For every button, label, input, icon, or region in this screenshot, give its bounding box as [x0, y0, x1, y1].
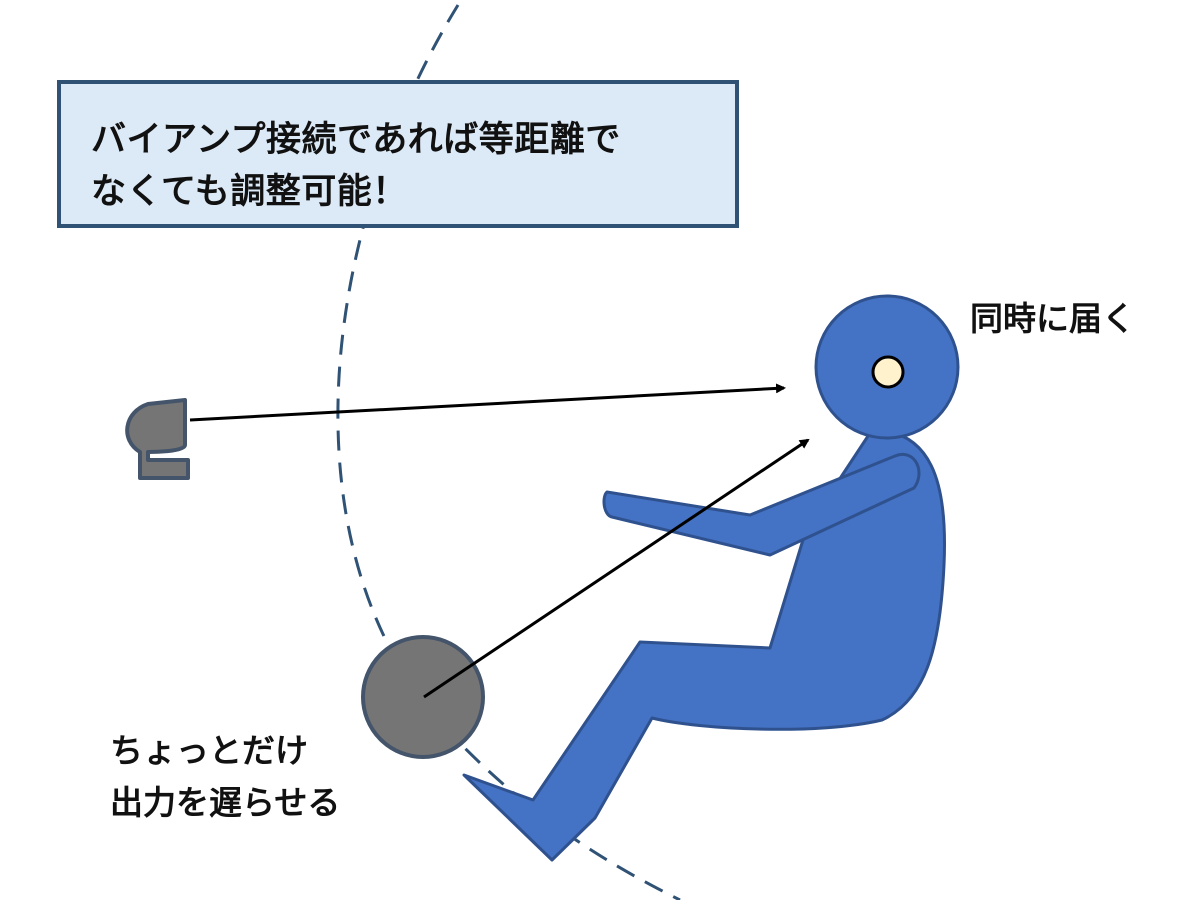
delay-output-label: ちょっとだけ 出力を遅らせる [110, 725, 340, 829]
ear-marker [871, 355, 905, 389]
callout-box: バイアンプ接続であれば等距離で なくても調整可能！ [57, 80, 739, 228]
callout-line-2: なくても調整可能！ [91, 172, 408, 212]
woofer-sound-arrow [423, 438, 810, 699]
tweeter-speaker-icon [125, 398, 190, 480]
listener-arm [602, 452, 921, 557]
tweeter-sound-arrow [189, 383, 786, 422]
delay-output-line-2: 出力を遅らせる [110, 783, 341, 822]
delay-output-line-1: ちょっとだけ [110, 731, 308, 770]
callout-line-1: バイアンプ接続であれば等距離で [91, 120, 621, 160]
arrive-simultaneously-label: 同時に届く [970, 299, 1135, 338]
woofer-speaker-icon [361, 635, 485, 759]
listener-body [462, 428, 947, 862]
listener-figure [462, 294, 960, 862]
